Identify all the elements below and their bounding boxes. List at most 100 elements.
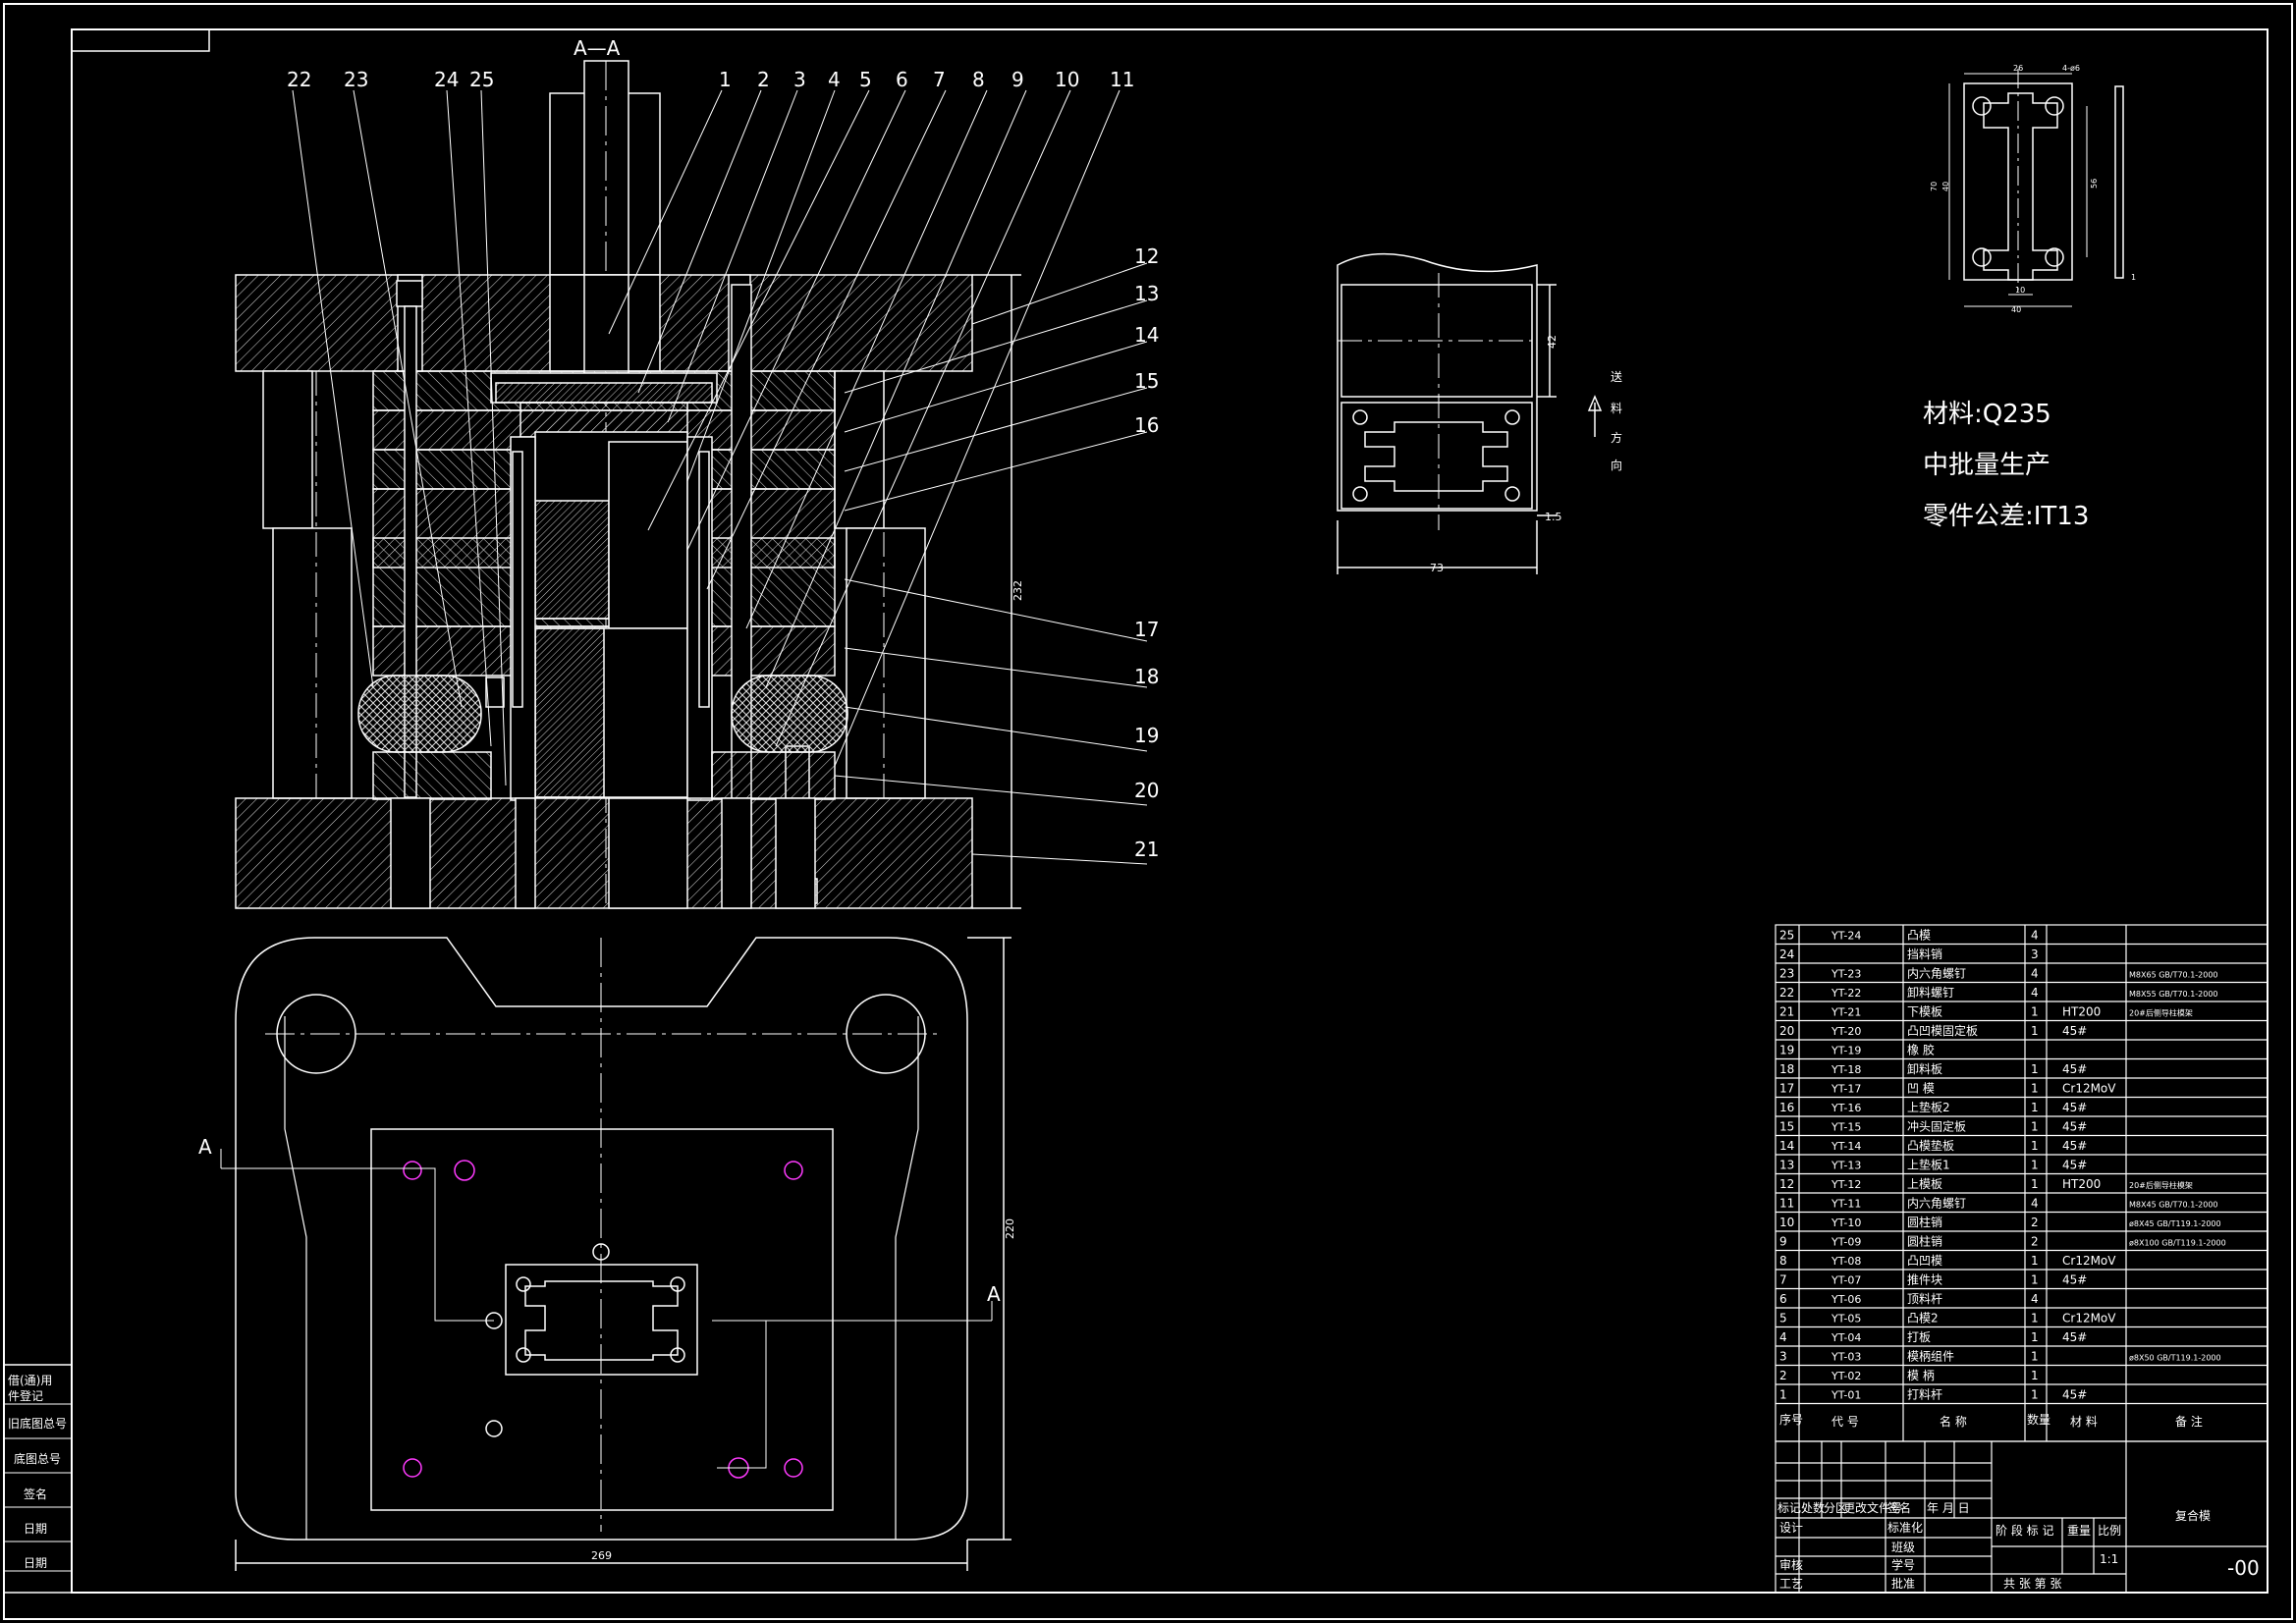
- bom-cell-qty: 1: [2031, 1350, 2039, 1364]
- left-col-3: 底图总号: [14, 1451, 61, 1466]
- feed-char-3: 向: [1611, 458, 1622, 472]
- rev-col-0: 标记: [1777, 1501, 1801, 1515]
- bom-cell-mat: HT200: [2062, 1177, 2101, 1191]
- bom-cell-mat: 45#: [2062, 1101, 2087, 1114]
- bom-cell-qty: 4: [2031, 967, 2039, 981]
- bom-cell-qty: 1: [2031, 1139, 2039, 1153]
- dim-part-hole: 4-ø6: [2062, 64, 2080, 73]
- bom-cell-no: 1: [1779, 1388, 1787, 1402]
- bom-cell-mat: 45#: [2062, 1120, 2087, 1134]
- dim-part-w10: 10: [2015, 286, 2025, 295]
- bom-cell-no: 22: [1779, 986, 1794, 1000]
- dim-plan-height: 220: [1004, 1218, 1016, 1239]
- bom-cell-qty: 1: [2031, 1273, 2039, 1287]
- dim-part-w40: 40: [2011, 305, 2021, 314]
- callout-5: 5: [859, 68, 872, 91]
- note-material: 材料:Q235: [1923, 400, 2051, 429]
- feed-char-2: 方: [1611, 430, 1622, 445]
- bom-h-code: 代 号: [1831, 1415, 1859, 1429]
- role-process: 工艺: [1779, 1577, 1803, 1591]
- sheet-count: 共 张 第 张: [2003, 1577, 2061, 1591]
- callout-12: 12: [1134, 244, 1159, 268]
- bom-cell-note: M8X45 GB/T70.1-2000: [2129, 1201, 2218, 1210]
- callout-3: 3: [793, 68, 806, 91]
- bom-cell-name: 模 柄: [1907, 1369, 1935, 1382]
- feed-char-0: 送: [1611, 369, 1622, 384]
- left-col-0: 借(通)用: [8, 1374, 52, 1387]
- callout-13: 13: [1134, 282, 1159, 305]
- left-col-6: 日期: [24, 1556, 47, 1570]
- bom-cell-no: 9: [1779, 1235, 1787, 1249]
- bom-cell-qty: 2: [2031, 1235, 2039, 1249]
- bom-cell-qty: 3: [2031, 947, 2039, 961]
- punch-outline: [505, 1264, 698, 1376]
- bom-cell-name: 上垫板2: [1907, 1100, 1950, 1114]
- bom-cell-qty: 1: [2031, 1312, 2039, 1325]
- bom-cell-qty: 4: [2031, 1292, 2039, 1306]
- bom-cell-no: 12: [1779, 1177, 1794, 1191]
- bom-cell-code: YT-11: [1831, 1198, 1861, 1211]
- technical-notes: 材料:Q235 中批量生产 零件公差:IT13: [1923, 400, 2089, 531]
- bom-cell-mat: 45#: [2062, 1159, 2087, 1172]
- bom-cell-name: 内六角螺钉: [1907, 967, 1966, 981]
- bom-cell-qty: 4: [2031, 986, 2039, 1000]
- bom-cell-name: 凸模2: [1907, 1312, 1939, 1325]
- scale-value: 1:1: [2100, 1552, 2118, 1566]
- bom-cell-qty: 1: [2031, 1101, 2039, 1114]
- stage-mark: 阶 段 标 记: [1995, 1523, 2053, 1538]
- callout-19: 19: [1134, 724, 1159, 747]
- bom-cell-note: M8X55 GB/T70.1-2000: [2129, 990, 2218, 999]
- bom-cell-mat: HT200: [2062, 1005, 2101, 1019]
- bom-cell-note: ø8X45 GB/T119.1-2000: [2129, 1219, 2221, 1228]
- bom-cell-code: YT-05: [1831, 1313, 1861, 1325]
- left-col-4: 签名: [24, 1487, 47, 1501]
- bom-cell-name: 下模板: [1907, 1005, 1942, 1019]
- bom-cell-note: 20#后侧导柱模架: [2129, 1180, 2193, 1190]
- left-col-2: 旧底图总号: [8, 1416, 67, 1431]
- bom-cell-no: 8: [1779, 1254, 1787, 1268]
- bom-cell-code: YT-23: [1831, 968, 1861, 981]
- callout-16: 16: [1134, 413, 1159, 437]
- dim-part-h56: 56: [2090, 179, 2099, 189]
- bom-cell-code: YT-21: [1831, 1006, 1861, 1019]
- bom-cell-code: YT-10: [1831, 1217, 1861, 1229]
- bom-cell-no: 21: [1779, 1005, 1794, 1019]
- bom-cell-mat: Cr12MoV: [2062, 1082, 2116, 1096]
- drawing-number: -00: [2227, 1556, 2260, 1580]
- bom-cell-qty: 1: [2031, 1062, 2039, 1076]
- strip-layout: 73 42 1.5: [1337, 252, 1603, 574]
- callout-21: 21: [1134, 838, 1159, 861]
- bom-cell-name: 橡 胶: [1907, 1043, 1935, 1057]
- rev-col-2: 分区: [1824, 1501, 1847, 1515]
- bom-cell-no: 15: [1779, 1120, 1794, 1134]
- bom-cell-qty: 4: [2031, 1197, 2039, 1211]
- bom-cell-name: 凸凹模固定板: [1907, 1023, 1978, 1038]
- left-margin-column: 借(通)用 件登记 旧底图总号 底图总号 签名 日期 日期: [3, 1364, 73, 1594]
- bom-cell-code: YT-02: [1831, 1370, 1861, 1382]
- outer-border: [3, 3, 2293, 1620]
- role-student-no: 学号: [1891, 1557, 1915, 1572]
- bom-cell-code: YT-15: [1831, 1121, 1861, 1134]
- bom-cell-qty: 1: [2031, 1254, 2039, 1268]
- role-review: 审核: [1779, 1557, 1803, 1572]
- bom-h-note: 备 注: [2175, 1414, 2203, 1429]
- dim-strip-width: 42: [1546, 335, 1558, 349]
- dim-assembly-height: 232: [1011, 580, 1024, 601]
- bom-cell-name: 挡料销: [1907, 947, 1942, 961]
- bom-h-qty: 数量: [2027, 1412, 2050, 1427]
- part-number-labels: 22 23 24 25 1 2 3 4 5 6 7 8 9 10 11 12 1…: [287, 68, 1159, 861]
- bill-of-materials: [1775, 924, 2269, 1442]
- bom-cell-no: 13: [1779, 1159, 1794, 1172]
- bom-cell-qty: 1: [2031, 1388, 2039, 1402]
- leader-lines: [292, 89, 1148, 865]
- bom-cell-mat: Cr12MoV: [2062, 1254, 2116, 1268]
- callout-9: 9: [1011, 68, 1024, 91]
- note-tolerance: 零件公差:IT13: [1923, 502, 2089, 531]
- bom-cell-no: 19: [1779, 1044, 1794, 1057]
- dim-part-h70: 70: [1930, 182, 1939, 191]
- callout-23: 23: [344, 68, 368, 91]
- callout-2: 2: [757, 68, 770, 91]
- bom-cell-name: 圆柱销: [1907, 1215, 1942, 1229]
